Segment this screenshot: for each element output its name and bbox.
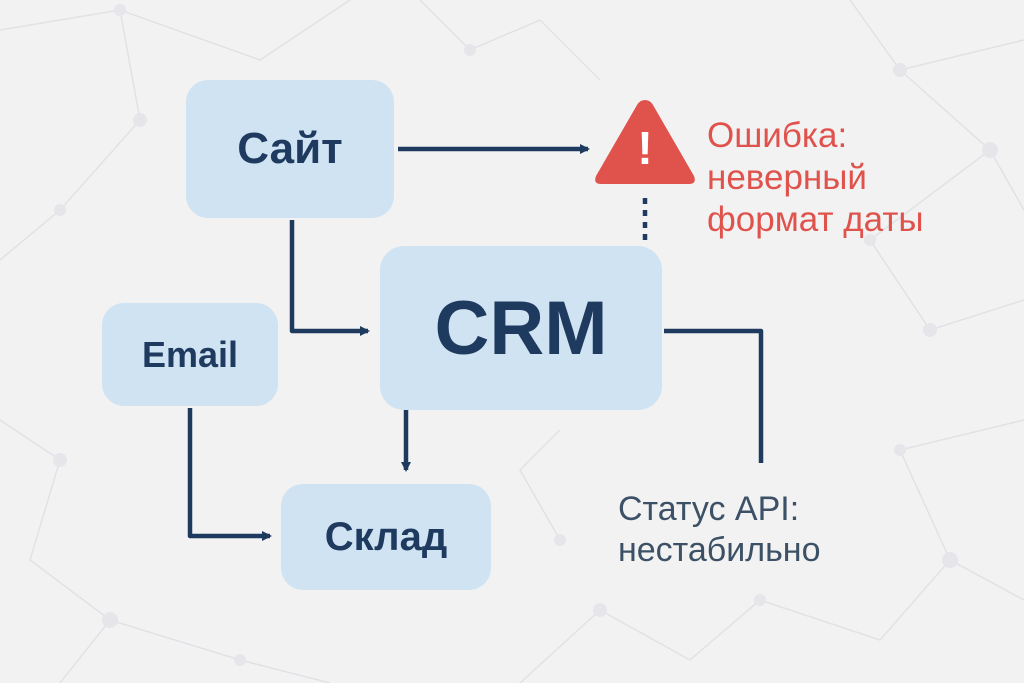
node-warehouse-label: Склад	[324, 514, 448, 559]
line-crm-to-status	[664, 328, 764, 463]
node-email: Email	[102, 303, 278, 406]
node-warehouse: Склад	[281, 484, 491, 590]
api-status-line-1: Статус API:	[618, 490, 800, 528]
error-line-1: Ошибка:	[707, 116, 848, 155]
arrow-site-to-crm	[289, 220, 370, 336]
error-line-3: формат даты	[707, 200, 924, 239]
node-site-label: Сайт	[237, 124, 343, 173]
node-crm: CRM	[380, 246, 662, 410]
warning-triangle-shape	[595, 100, 695, 184]
api-status: Статус API: нестабильно	[618, 489, 821, 571]
node-crm-label: CRM	[434, 285, 608, 371]
warning-triangle-icon: !	[593, 96, 697, 188]
node-email-label: Email	[141, 333, 239, 375]
error-line-2: неверный	[707, 158, 867, 197]
warning-exclamation: !	[637, 122, 653, 174]
error-message: Ошибка: неверный формат даты	[707, 115, 924, 241]
arrow-email-to-warehouse	[187, 408, 272, 541]
node-site: Сайт	[186, 80, 394, 218]
api-status-line-2: нестабильно	[618, 531, 821, 569]
